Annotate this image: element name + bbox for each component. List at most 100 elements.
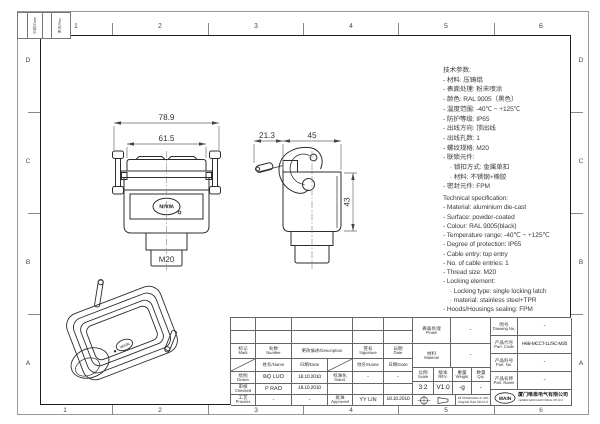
- label: Part. Code: [494, 343, 514, 349]
- zone-tick: [112, 23, 113, 35]
- dim-front-cover: 61.5: [159, 134, 175, 143]
- value: -: [469, 327, 472, 334]
- spec-line: - Cable entry: top entry: [443, 250, 508, 258]
- zone-row-label: B: [578, 259, 584, 266]
- revision-cell: [292, 331, 353, 344]
- iso-logo-text: WAIN: [119, 341, 131, 349]
- label: 标记: [238, 346, 248, 352]
- label: 工艺: [238, 395, 248, 401]
- zone-row-label: D: [25, 57, 31, 64]
- part-name-value: -: [518, 372, 572, 390]
- label: REV.: [438, 373, 448, 379]
- revision-value: V1.0: [434, 382, 453, 395]
- zone-tick: [303, 23, 304, 35]
- zone-tick: [571, 314, 583, 315]
- label: 重量: [457, 369, 467, 375]
- dim-side-width: 45: [307, 131, 317, 140]
- label: Number: [266, 350, 281, 356]
- dimension-note-cell: All Dimensions in mm Original Size DIN A…: [456, 395, 491, 406]
- zone-col-label: 3: [254, 23, 258, 30]
- value: V1.0: [436, 384, 450, 392]
- revision-cell: [231, 318, 256, 331]
- revision-cell: [384, 318, 413, 331]
- value: -: [543, 377, 546, 384]
- drawn-date: 18.10.2010: [292, 372, 328, 384]
- zone-col-label: 2: [158, 23, 162, 30]
- value: H6B-MCCT-1L/SC-M20: [522, 341, 567, 347]
- empty-cell: [328, 384, 353, 395]
- spec-line: 技术参数:: [443, 67, 471, 74]
- revision-cell: [292, 318, 353, 331]
- value: 18.10.2010: [386, 396, 410, 403]
- iso-screw-dot: [113, 349, 117, 353]
- stand-date: -: [384, 372, 413, 384]
- spec-block-chinese: 技术参数: - 材料: 压铸铝 - 表面处理: 粉末喷涂 - 颜色: RAL 9…: [443, 66, 520, 192]
- zone-tick: [303, 405, 304, 415]
- zone-tick: [571, 112, 583, 113]
- label: Finish: [426, 329, 437, 335]
- spec-line: - Hoods/Housings sealing: FPM: [443, 306, 533, 313]
- subheader-name: 姓名/Name: [256, 359, 292, 372]
- spec-block-english: Technical specification: - Material: alu…: [443, 194, 550, 314]
- zone-tick: [28, 213, 40, 214]
- front-cover-outline: [126, 159, 207, 171]
- label: 图号: [499, 321, 509, 327]
- label: Material: [424, 354, 439, 360]
- label: 产品代号: [494, 339, 514, 345]
- side-dimensions: 21.3 45 43: [253, 131, 357, 232]
- value: 18.10.2010: [297, 373, 322, 380]
- corner-cell-empty: [18, 13, 28, 38]
- zone-tick: [571, 213, 583, 214]
- side-release-lever: [255, 162, 284, 173]
- part-code-value: H6B-MCCT-1L/SC-M20: [518, 336, 572, 354]
- value: -: [367, 374, 369, 381]
- spec-line: - Material: aluminium die-cast: [443, 204, 527, 212]
- weight-value: -g: [453, 382, 472, 395]
- label: 日期/Date: [388, 361, 408, 367]
- label: 表面处理: [422, 325, 441, 331]
- front-latch-right: [205, 150, 221, 195]
- subheader-date: 日期/Date: [384, 359, 413, 372]
- company-name-cn: 厦门唯恩电气有限公司: [517, 392, 568, 399]
- stand-signature: -: [353, 372, 384, 384]
- corner-cell-date: 日期/Date: [28, 13, 44, 38]
- corner-revision-table: 日期/Date 更改/Rev: [17, 12, 71, 39]
- spec-line: - 表面处理: 粉末喷涂: [443, 86, 503, 94]
- part-no-value: -: [518, 354, 572, 372]
- spec-line: - Surface: powder-coated: [443, 213, 515, 221]
- label: Part. Name: [493, 379, 515, 385]
- note-line: Original Size DIN A 4: [458, 400, 488, 404]
- zone-row-label: D: [578, 57, 584, 64]
- label: 处数: [268, 346, 279, 352]
- label: 日期: [393, 346, 403, 352]
- label: 姓名/Name: [357, 361, 379, 367]
- value: -: [543, 359, 546, 366]
- front-view: WAIN: [112, 150, 221, 271]
- front-latch-left: [112, 150, 128, 195]
- spec-line: - No. of cable entries: 1: [443, 259, 509, 267]
- front-dimensions: 78.9 61.5 M20: [113, 113, 220, 264]
- spec-line: - 密封元件: FPM: [443, 183, 490, 191]
- side-thread-stub: [294, 245, 330, 264]
- zone-col-label: 1: [63, 407, 67, 414]
- zone-row-label: B: [25, 259, 31, 266]
- spec-line: - 螺纹规格: M20: [443, 144, 489, 152]
- value: -: [479, 384, 483, 392]
- projection-symbol-cell: [413, 395, 456, 406]
- spec-line: - Degree of protection: IP65: [443, 241, 522, 249]
- zone-col-label: 6: [539, 23, 543, 30]
